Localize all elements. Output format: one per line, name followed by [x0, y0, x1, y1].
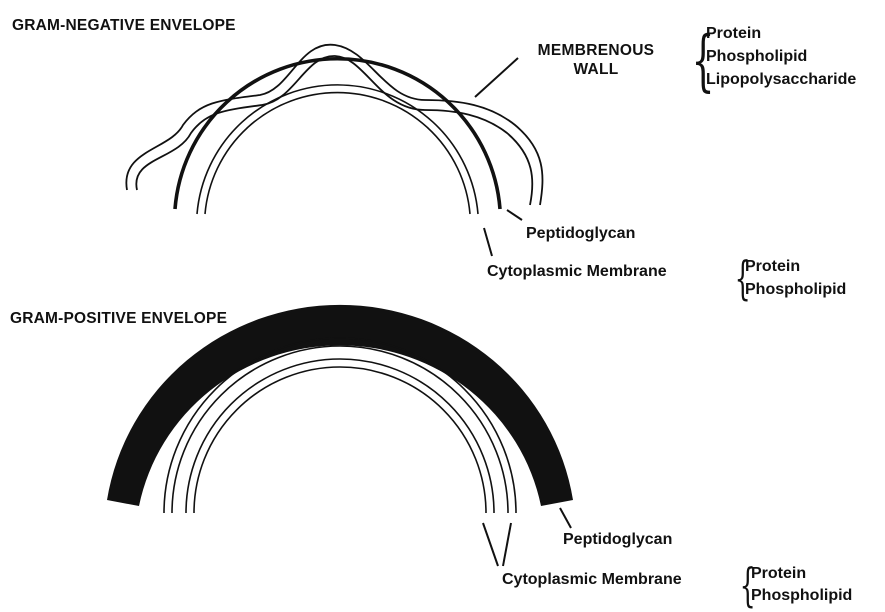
gp-membrane-component-phospholipid: Phospholipid	[751, 588, 852, 604]
gn-wall-leader	[475, 58, 518, 97]
gram-negative-title: GRAM-NEGATIVE ENVELOPE	[12, 18, 236, 34]
gn-peptidoglycan-layer	[175, 59, 500, 209]
wall-label-line-1: MEMBRENOUS	[516, 41, 676, 60]
gn-cytoplasmic-membrane	[197, 85, 478, 214]
gp-membrane-leader-right	[503, 523, 511, 566]
gn-membrane-label: Cytoplasmic Membrane	[487, 264, 667, 280]
wall-label-line-2: WALL	[516, 60, 676, 79]
gn-membrane-leader	[484, 228, 492, 256]
gn-outer-membrane	[126, 45, 542, 205]
gn-peptidoglycan-label: Peptidoglycan	[526, 226, 635, 242]
gp-peptidoglycan-leader	[560, 508, 571, 528]
gram-positive-title: GRAM-POSITIVE ENVELOPE	[10, 311, 227, 327]
gp-peptidoglycan-label: Peptidoglycan	[563, 532, 672, 548]
gp-membrane-leader-left	[483, 523, 498, 566]
gn-peptidoglycan-leader	[507, 210, 522, 220]
wall-component-protein: Protein	[706, 26, 761, 42]
gp-membrane-component-protein: Protein	[751, 566, 806, 582]
wall-component-phospholipid: Phospholipid	[706, 49, 807, 65]
gn-membrane-component-protein: Protein	[745, 259, 800, 275]
gp-membrane-label: Cytoplasmic Membrane	[502, 572, 682, 588]
wall-component-lps: Lipopolysaccharide	[706, 72, 856, 88]
membrenous-wall-label: MEMBRENOUS WALL	[516, 41, 676, 79]
gn-membrane-component-phospholipid: Phospholipid	[745, 282, 846, 298]
